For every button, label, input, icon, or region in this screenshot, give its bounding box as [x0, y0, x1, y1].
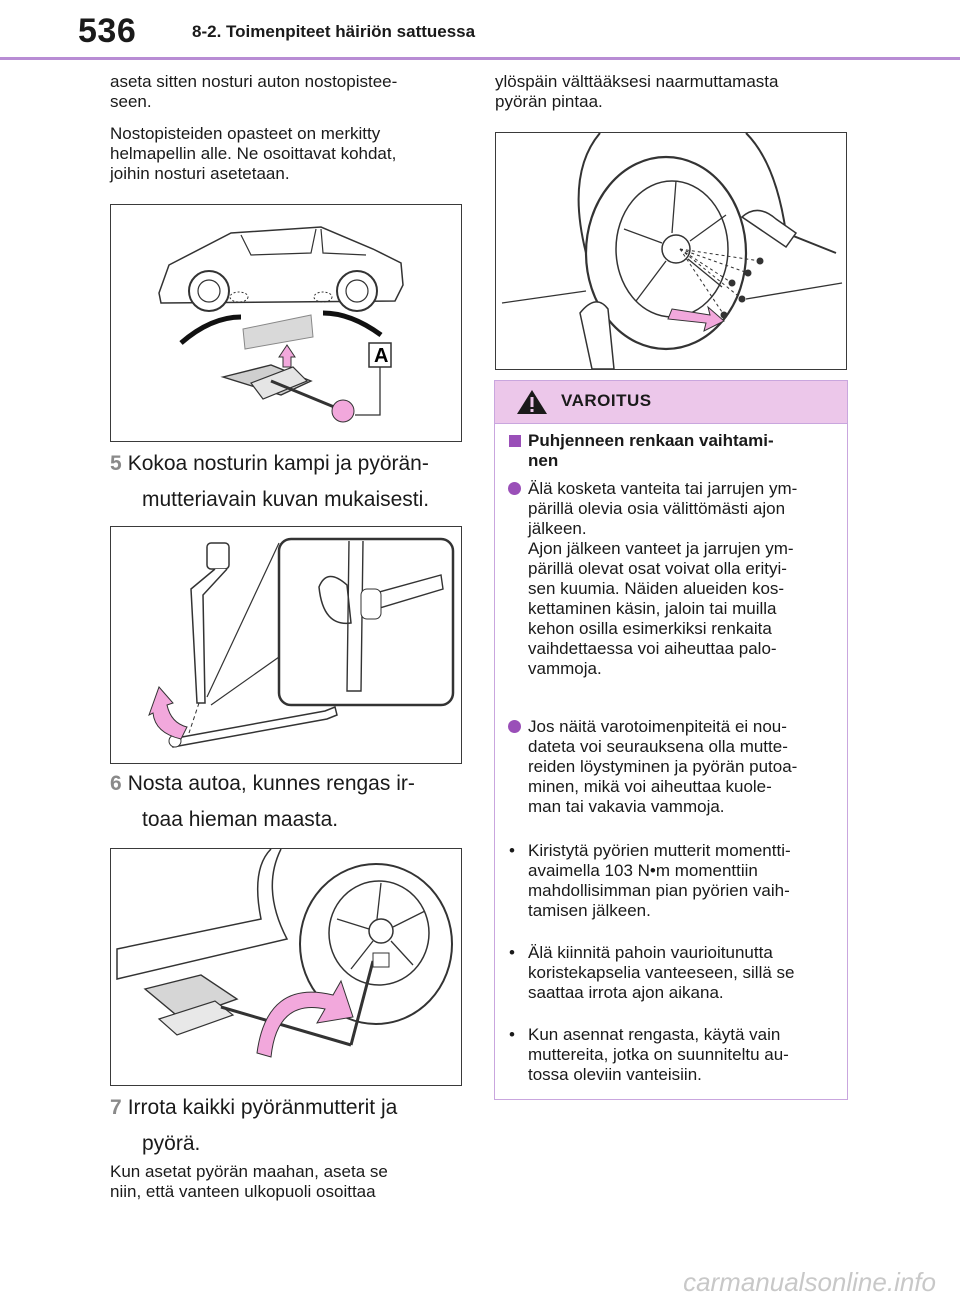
- label-a: A: [374, 345, 388, 367]
- figure-raise-car: [110, 848, 462, 1086]
- warning-item-2: Jos näitä varotoimenpiteitä ei nou- date…: [507, 717, 837, 817]
- warning-header: VAROITUS: [495, 381, 847, 424]
- watermark-logo: carmanualsonline.info: [683, 1267, 936, 1297]
- section-title: 8-2. Toimenpiteet häiriön sattuessa: [192, 22, 476, 41]
- handle-assembly-illustration: [148, 537, 455, 748]
- warning-bullet-3: • Kun asennat rengasta, käytä vain mutte…: [509, 1025, 789, 1084]
- warning-item-1: Älä kosketa vanteita tai jarrujen ym- pä…: [507, 479, 837, 679]
- warning-bullet-2: • Älä kiinnitä pahoin vaurioitunutta kor…: [509, 943, 795, 1002]
- warning-triangle-icon: [517, 390, 547, 414]
- warning-title: VAROITUS: [561, 391, 652, 410]
- warning-subheading: Puhjenneen renkaan vaihtami-nen: [507, 431, 837, 471]
- figure-remove-wheel: [495, 132, 847, 370]
- square-bullet-icon: [509, 435, 521, 447]
- warning-bullet-1: • Kiristytä pyörien mutterit momentti- a…: [509, 841, 791, 920]
- car-jack-illustration: A: [158, 226, 404, 423]
- figure-jack-points: A: [110, 204, 462, 442]
- header-rule: [0, 57, 960, 60]
- warning-box: VAROITUS Puhjenneen renkaan vaihtami-nen…: [494, 380, 848, 1100]
- figure-handle-assembly: [110, 526, 462, 764]
- circle-bullet-icon: [508, 720, 521, 733]
- page-number: 536: [78, 12, 137, 50]
- raise-car-illustration: [116, 849, 453, 1058]
- left-intro-paragraph: aseta sitten nosturi auton nostopistee-s…: [110, 72, 398, 111]
- circle-bullet-icon: [508, 482, 521, 495]
- remove-wheel-illustration: [501, 133, 843, 369]
